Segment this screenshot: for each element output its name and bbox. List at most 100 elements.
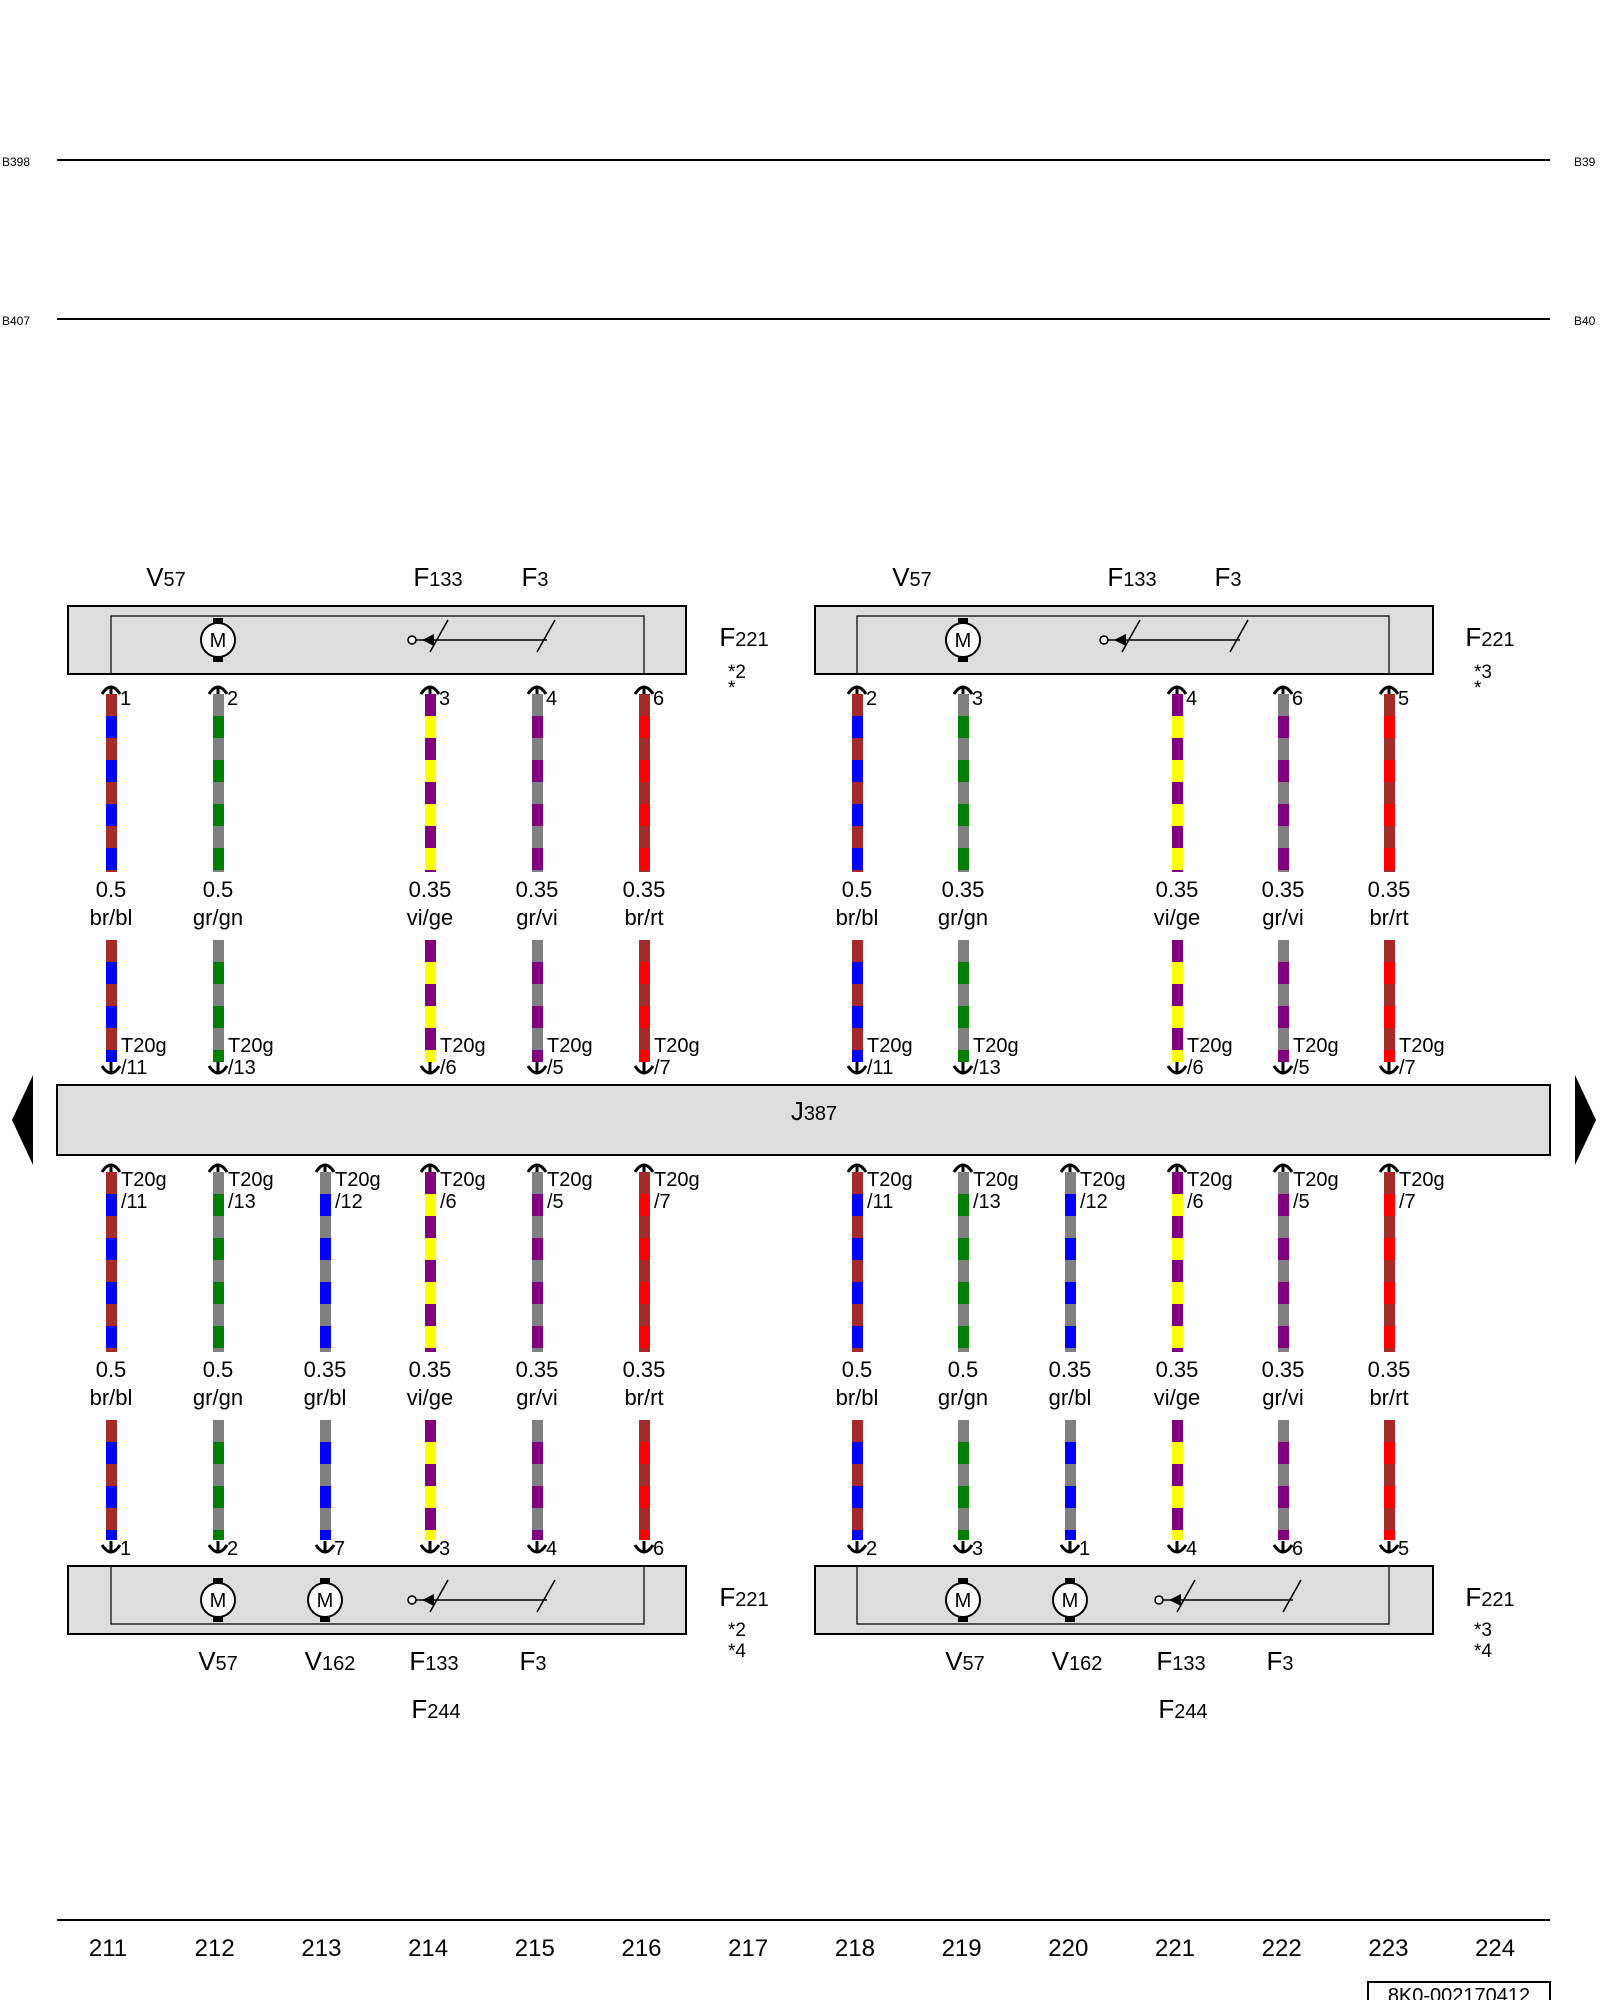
- component-label-number: 57: [216, 1653, 238, 1675]
- wire-stripe: [958, 760, 969, 782]
- wire-stripe: [106, 1486, 117, 1508]
- connector-pin: /13: [973, 1057, 1001, 1079]
- footnote-marker: *2: [728, 662, 746, 683]
- wire-stripe: [958, 1486, 969, 1508]
- wire-stripe: [320, 1530, 331, 1540]
- motor-letter: M: [955, 1590, 972, 1612]
- switch-contact: [536, 1579, 556, 1613]
- wire-stripe: [213, 1216, 224, 1238]
- wire-stripe: [1172, 782, 1183, 804]
- connector-id: T20g: [228, 1169, 274, 1191]
- wire-stripe: [1278, 962, 1289, 984]
- wire-stripe: [852, 1050, 863, 1062]
- wire-stripe: [639, 738, 650, 760]
- wire-stripe: [1278, 1260, 1289, 1282]
- wire-stripe: [213, 826, 224, 848]
- footnote-marker: *4: [728, 1641, 746, 1662]
- wire-stripe: [1172, 1260, 1183, 1282]
- box-label-letter: F: [719, 1582, 735, 1612]
- wire-stripe: [213, 1260, 224, 1282]
- wire-stripe: [852, 1028, 863, 1050]
- wire-stripe: [532, 1464, 543, 1486]
- switch-icon: [1099, 619, 1249, 653]
- component-label-letter: F: [1214, 562, 1230, 592]
- control-unit-j387: [56, 1084, 1551, 1156]
- wire-stripe: [1384, 738, 1395, 760]
- wire-segment: [639, 694, 650, 872]
- component-label-letter: F: [1107, 562, 1123, 592]
- wire-stripe: [958, 1260, 969, 1282]
- wire-stripe: [1172, 694, 1183, 716]
- wire-stripe: [1172, 1216, 1183, 1238]
- wire-stripe: [1172, 1006, 1183, 1028]
- wire-stripe: [1172, 760, 1183, 782]
- wire-stripe: [639, 1442, 650, 1464]
- wire-stripe: [852, 1464, 863, 1486]
- connector-id: T20g: [121, 1035, 167, 1057]
- wire-stripe: [106, 940, 117, 962]
- connector-pin: /11: [121, 1057, 147, 1079]
- footnote-marker: *3: [1474, 1620, 1492, 1641]
- wire-stripe: [958, 1530, 969, 1540]
- wire-stripe: [106, 962, 117, 984]
- component-label: F133: [409, 1646, 458, 1676]
- wire-stripe: [1278, 716, 1289, 738]
- wire-stripe: [106, 1464, 117, 1486]
- component-label-number: 3: [537, 569, 548, 591]
- wire-stripe: [1278, 1348, 1289, 1352]
- wire-segment: [958, 694, 969, 872]
- wire-stripe: [852, 738, 863, 760]
- wire-segment: [1172, 940, 1183, 1062]
- component-label: F133: [413, 562, 462, 592]
- wire-stripe: [1065, 1486, 1076, 1508]
- switch-pivot: [1154, 1595, 1164, 1605]
- wire-stripe: [1384, 1028, 1395, 1050]
- control-unit-label-number: 387: [804, 1103, 837, 1125]
- wire-stripe: [1278, 804, 1289, 826]
- wire-stripe: [639, 1028, 650, 1050]
- component-label-number: 162: [1069, 1653, 1102, 1675]
- wire-segment: [1384, 940, 1395, 1062]
- wire-stripe: [106, 1420, 117, 1442]
- connector-pin: /11: [867, 1191, 893, 1213]
- connector-id: T20g: [1187, 1035, 1233, 1057]
- wire-stripe: [1278, 1282, 1289, 1304]
- wire-stripe: [1384, 1508, 1395, 1530]
- wire-stripe: [1172, 1348, 1183, 1352]
- wire-stripe: [213, 1304, 224, 1326]
- switch-contact: [1176, 1579, 1196, 1613]
- column-number: 223: [1368, 1935, 1408, 1962]
- wire-stripe: [425, 1238, 436, 1260]
- wire-stripe: [1172, 1194, 1183, 1216]
- wire-stripe: [958, 1216, 969, 1238]
- wire-stripe: [425, 1172, 436, 1194]
- wire-stripe: [639, 716, 650, 738]
- wire-stripe: [213, 1420, 224, 1442]
- wire-stripe: [1384, 1238, 1395, 1260]
- wire-stripe: [1384, 1304, 1395, 1326]
- wire-stripe: [1065, 1238, 1076, 1260]
- wire-stripe: [1172, 1238, 1183, 1260]
- wire-stripe: [532, 1238, 543, 1260]
- wire-color-code: br/rt: [624, 905, 663, 930]
- pin-number: 6: [653, 1538, 664, 1560]
- connector-pin: /6: [440, 1191, 457, 1213]
- wire-stripe: [852, 870, 863, 872]
- wire-stripe: [639, 1194, 650, 1216]
- wire-stripe: [106, 1530, 117, 1540]
- connector-pin: /13: [228, 1057, 256, 1079]
- column-number: 219: [942, 1935, 982, 1962]
- wire-stripe: [425, 1194, 436, 1216]
- connector-pin: /6: [1187, 1191, 1204, 1213]
- wire-stripe: [106, 1442, 117, 1464]
- wire-stripe: [639, 940, 650, 962]
- wire-stripe: [1172, 804, 1183, 826]
- wire-stripe: [320, 1508, 331, 1530]
- wire-stripe: [639, 984, 650, 1006]
- wire-segment: [1278, 1172, 1289, 1352]
- switch-arrow: [1169, 1594, 1181, 1606]
- connector-id: T20g: [1399, 1169, 1445, 1191]
- wire-stripe: [639, 1508, 650, 1530]
- wire-stripe: [1384, 826, 1395, 848]
- wire-size: 0.35: [1368, 1357, 1411, 1382]
